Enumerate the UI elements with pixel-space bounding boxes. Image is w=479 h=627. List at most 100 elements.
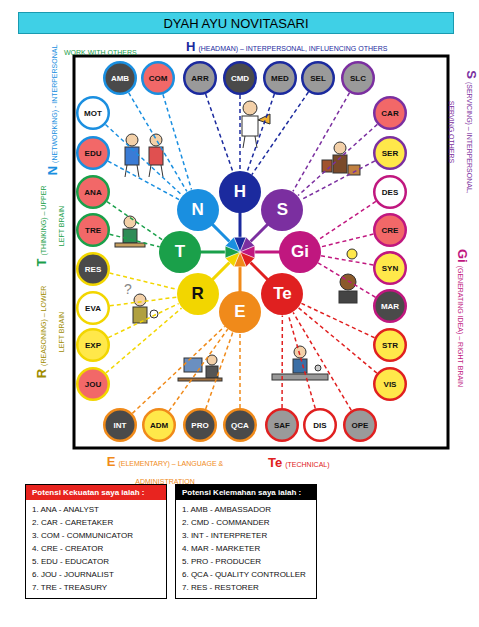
side-label: T(THINKING) – UPPER LEFT BRAIN — [32, 180, 69, 272]
circle-outline — [177, 189, 219, 231]
circle-outline — [219, 171, 261, 213]
role-code: SAF — [274, 421, 290, 430]
role-code: SYN — [382, 264, 398, 273]
dashed-connector — [108, 304, 178, 338]
illustration-idea — [339, 249, 357, 303]
table-header: Potensi Kekuatan saya ialah : — [26, 485, 166, 500]
table-item: 6. QCA - QUALITY CONTROLLER — [176, 568, 316, 581]
circle-outline — [266, 409, 298, 441]
circle-outline — [104, 409, 136, 441]
role-circle: DES — [373, 175, 407, 209]
circle-outline — [264, 62, 296, 94]
dashed-connector — [239, 95, 241, 171]
side-label: E(ELEMENTARY) – LANGUAGE & ADMINISTRATIO… — [100, 452, 230, 489]
role-circle: DIS — [303, 408, 337, 442]
octagon-wedge — [225, 237, 240, 252]
circle-outline — [374, 137, 406, 169]
role-code: CRE — [382, 226, 399, 235]
role-code: INT — [114, 421, 127, 430]
dashed-connector — [108, 161, 179, 199]
circle-outline — [374, 97, 406, 129]
role-circle: COM — [141, 61, 175, 95]
circle-outline — [374, 176, 406, 208]
illustration-computer — [178, 355, 222, 381]
dashed-connector — [169, 329, 228, 411]
table-item: 4. CRE - CREATOR — [26, 542, 166, 555]
table-item: 2. CAR - CARETAKER — [26, 516, 166, 529]
circle-outline — [77, 253, 109, 285]
type-letter-label: R — [34, 369, 49, 378]
role-code: QCA — [231, 421, 249, 430]
role-circle: INT — [103, 408, 137, 442]
circle-outline — [374, 252, 406, 284]
role-code: JOU — [85, 380, 101, 389]
type-circle: S — [261, 189, 303, 231]
type-letter: Gi — [291, 242, 309, 262]
side-label: H(HEADMAN) – INTERPERSONAL, INFLUENCING … — [186, 37, 387, 55]
table-item: 1. ANA - ANALYST — [26, 500, 166, 516]
dashed-connector — [281, 315, 283, 408]
illustration-engineer — [272, 346, 328, 380]
role-circle: SAF — [265, 408, 299, 442]
type-letter-label: T — [34, 259, 49, 267]
dashed-connector — [106, 308, 182, 373]
table-item: 4. MAR - MARKETER — [176, 542, 316, 555]
circle-outline — [77, 329, 109, 361]
type-letter-label: H — [186, 39, 195, 54]
dashed-connector — [105, 125, 182, 196]
role-code: OPE — [352, 421, 369, 430]
role-code: EDU — [85, 149, 102, 158]
role-circle: SEL — [301, 61, 335, 95]
dashed-connector — [252, 92, 309, 175]
circle-outline — [304, 409, 336, 441]
circle-outline — [261, 273, 303, 315]
role-circle: TRE — [76, 213, 110, 247]
role-circle: RES — [76, 252, 110, 286]
title-bar: DYAH AYU NOVITASARI — [18, 12, 454, 34]
dashed-connector — [110, 297, 177, 306]
dashed-connector — [321, 256, 374, 265]
role-circle: SYN — [373, 251, 407, 285]
dashed-connector — [109, 234, 159, 247]
dashed-connector — [318, 263, 375, 297]
dashed-connector — [163, 94, 192, 189]
type-letter: S — [277, 200, 288, 220]
type-letter: H — [234, 182, 246, 202]
role-code: RES — [85, 265, 101, 274]
role-circle: ARR — [183, 61, 217, 95]
type-description: (HEADMAN) – INTERPERSONAL, INFLUENCING O… — [198, 45, 387, 52]
role-circle: JOU — [76, 367, 110, 401]
type-circle: R — [177, 273, 219, 315]
type-letter: E — [234, 302, 245, 322]
role-code: VIS — [384, 380, 397, 389]
circle-outline — [224, 62, 256, 94]
illustration-thinker — [115, 216, 145, 247]
circle-outline — [374, 368, 406, 400]
table-item: 6. JOU - JOURNALIST — [26, 568, 166, 581]
role-circle: AMB — [103, 61, 137, 95]
dashed-connector — [206, 94, 233, 172]
circle-outline — [77, 368, 109, 400]
circle-outline — [104, 62, 136, 94]
circle-outline — [261, 189, 303, 231]
role-code: SER — [382, 149, 398, 158]
type-description: (SERVICING) – INTERPERSONAL, SERVING OTH… — [448, 82, 473, 194]
dashed-connector — [298, 124, 377, 195]
role-code: ANA — [84, 188, 101, 197]
type-letter-label: Gi — [455, 249, 470, 263]
side-label: Gi(GENERATING IDEA) – RIGHT BRAIN — [454, 223, 472, 413]
svg-text:?: ? — [124, 281, 132, 297]
type-letter: N — [191, 200, 203, 220]
role-circle: SLC — [341, 61, 375, 95]
table-item: 7. RES - RESTORER — [176, 581, 316, 598]
role-circle: STR — [373, 328, 407, 362]
potential-table: Potensi Kekuatan saya ialah :1. ANA - AN… — [25, 484, 167, 599]
dashed-connector — [288, 315, 315, 409]
type-description: WORK WITH OTHERS — [64, 49, 137, 56]
role-circle: PRO — [183, 408, 217, 442]
circle-outline — [177, 273, 219, 315]
circle-outline — [184, 409, 216, 441]
illustration-traveler — [322, 142, 360, 175]
circle-outline — [142, 62, 174, 94]
role-circle: CMD — [223, 61, 257, 95]
